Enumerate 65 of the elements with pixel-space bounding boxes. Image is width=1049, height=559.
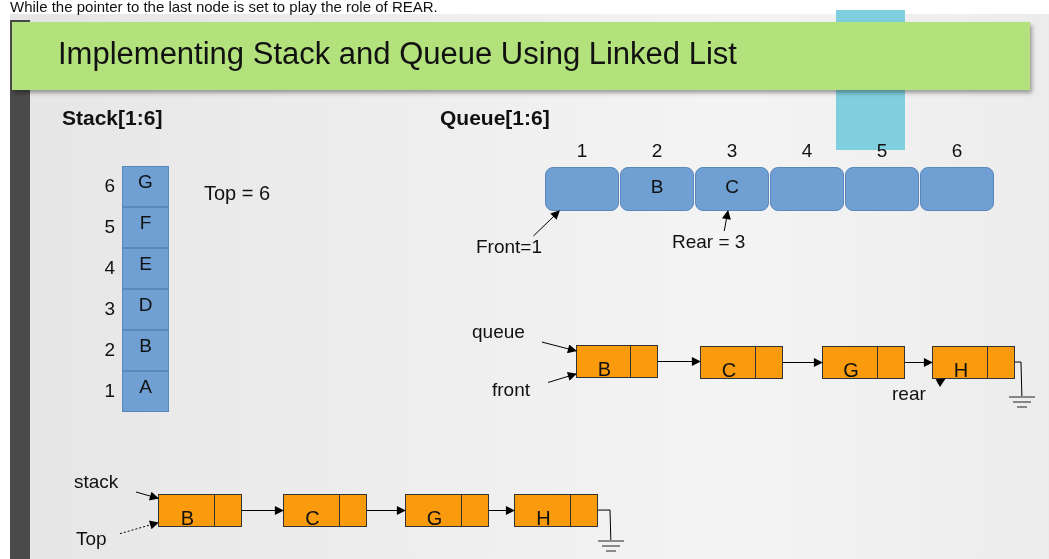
node-value: H	[535, 507, 552, 530]
section-heading: Queue[1:6]	[440, 106, 550, 130]
node-value: D	[137, 294, 154, 316]
arrow	[657, 357, 701, 366]
arrow	[532, 210, 560, 237]
node-value: B	[179, 507, 196, 530]
index-number: 6	[950, 140, 964, 162]
arrow	[119, 520, 159, 535]
arrow	[935, 378, 946, 387]
ground-symbol	[1009, 396, 1035, 408]
node-value: B	[138, 335, 153, 357]
index-number: 3	[725, 140, 739, 162]
node-value: A	[138, 376, 153, 398]
list-node	[932, 346, 1015, 379]
arrow	[722, 210, 731, 232]
node-value: B	[596, 358, 613, 381]
index-number: 6	[104, 175, 115, 197]
list-node	[405, 494, 489, 527]
arrow	[366, 506, 406, 515]
arrow	[541, 341, 577, 354]
index-number: 4	[800, 140, 814, 162]
list-node	[576, 345, 658, 378]
pointer-name: front	[492, 379, 532, 401]
caption-text: While the pointer to the last node is set to play the role of REAR.	[10, 0, 438, 15]
list-node	[822, 346, 905, 379]
connector-line	[597, 509, 612, 541]
index-number: 5	[104, 216, 115, 238]
arrow	[488, 506, 515, 515]
connector-line	[1014, 361, 1023, 397]
list-node	[700, 346, 783, 379]
index-number: 2	[104, 339, 115, 361]
pointer-name: stack	[74, 471, 120, 493]
node-value: H	[952, 359, 970, 382]
arrow	[241, 506, 284, 515]
index-number: 5	[875, 140, 889, 162]
index-number: 4	[104, 257, 115, 279]
ground-symbol	[598, 540, 624, 552]
node-value: C	[724, 176, 740, 198]
arrow	[135, 491, 159, 501]
node-value: C	[304, 507, 321, 530]
node-value: E	[138, 253, 153, 275]
arrow	[547, 372, 577, 383]
pointer-name: rear	[892, 383, 927, 405]
node-value: C	[720, 359, 738, 382]
index-number: 2	[650, 140, 664, 162]
list-node	[158, 494, 242, 527]
index-number: 1	[575, 140, 589, 162]
node-value: B	[649, 176, 665, 198]
node-value: F	[138, 212, 153, 234]
index-number: 3	[104, 298, 115, 320]
arrow	[904, 358, 933, 367]
pointer-name: queue	[472, 321, 526, 343]
node-value: G	[425, 507, 444, 530]
index-number: 1	[104, 380, 115, 402]
pointer-name: Top	[76, 528, 108, 550]
list-node	[283, 494, 367, 527]
arrow	[782, 358, 823, 367]
list-node	[514, 494, 598, 527]
title: Implementing Stack and Queue Using Linked List	[58, 36, 737, 72]
section-heading: Stack[1:6]	[62, 106, 163, 130]
pointer-name: Rear = 3	[672, 231, 747, 253]
pointer-value: Top = 6	[204, 182, 271, 205]
pointer-name: Front=1	[476, 236, 543, 258]
node-value: G	[842, 359, 860, 382]
node-value: G	[137, 171, 154, 193]
